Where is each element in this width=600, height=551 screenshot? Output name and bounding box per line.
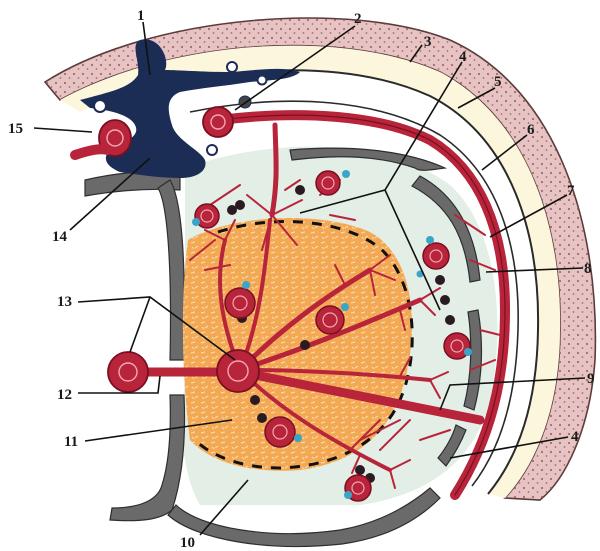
label-7: 7 xyxy=(567,183,575,199)
node-12 xyxy=(108,352,148,392)
node-2 xyxy=(203,107,233,137)
label-11: 11 xyxy=(64,434,78,450)
label-10: 10 xyxy=(180,535,195,551)
label-5: 5 xyxy=(494,74,502,90)
label-15: 15 xyxy=(8,121,23,137)
node-13 xyxy=(217,350,259,392)
label-8: 8 xyxy=(584,261,592,277)
label-12: 12 xyxy=(57,387,72,403)
label-6: 6 xyxy=(527,122,535,138)
leader-14 xyxy=(70,158,150,230)
leader-15 xyxy=(34,128,92,132)
label-4b: 4 xyxy=(571,429,579,445)
label-9: 9 xyxy=(587,371,595,387)
label-3: 3 xyxy=(424,34,432,50)
label-14: 14 xyxy=(52,229,68,245)
label-4a: 4 xyxy=(459,49,467,65)
node-15-stem xyxy=(75,149,108,155)
label-13: 13 xyxy=(57,294,72,310)
label-1: 1 xyxy=(137,8,145,24)
label-2: 2 xyxy=(354,11,362,27)
